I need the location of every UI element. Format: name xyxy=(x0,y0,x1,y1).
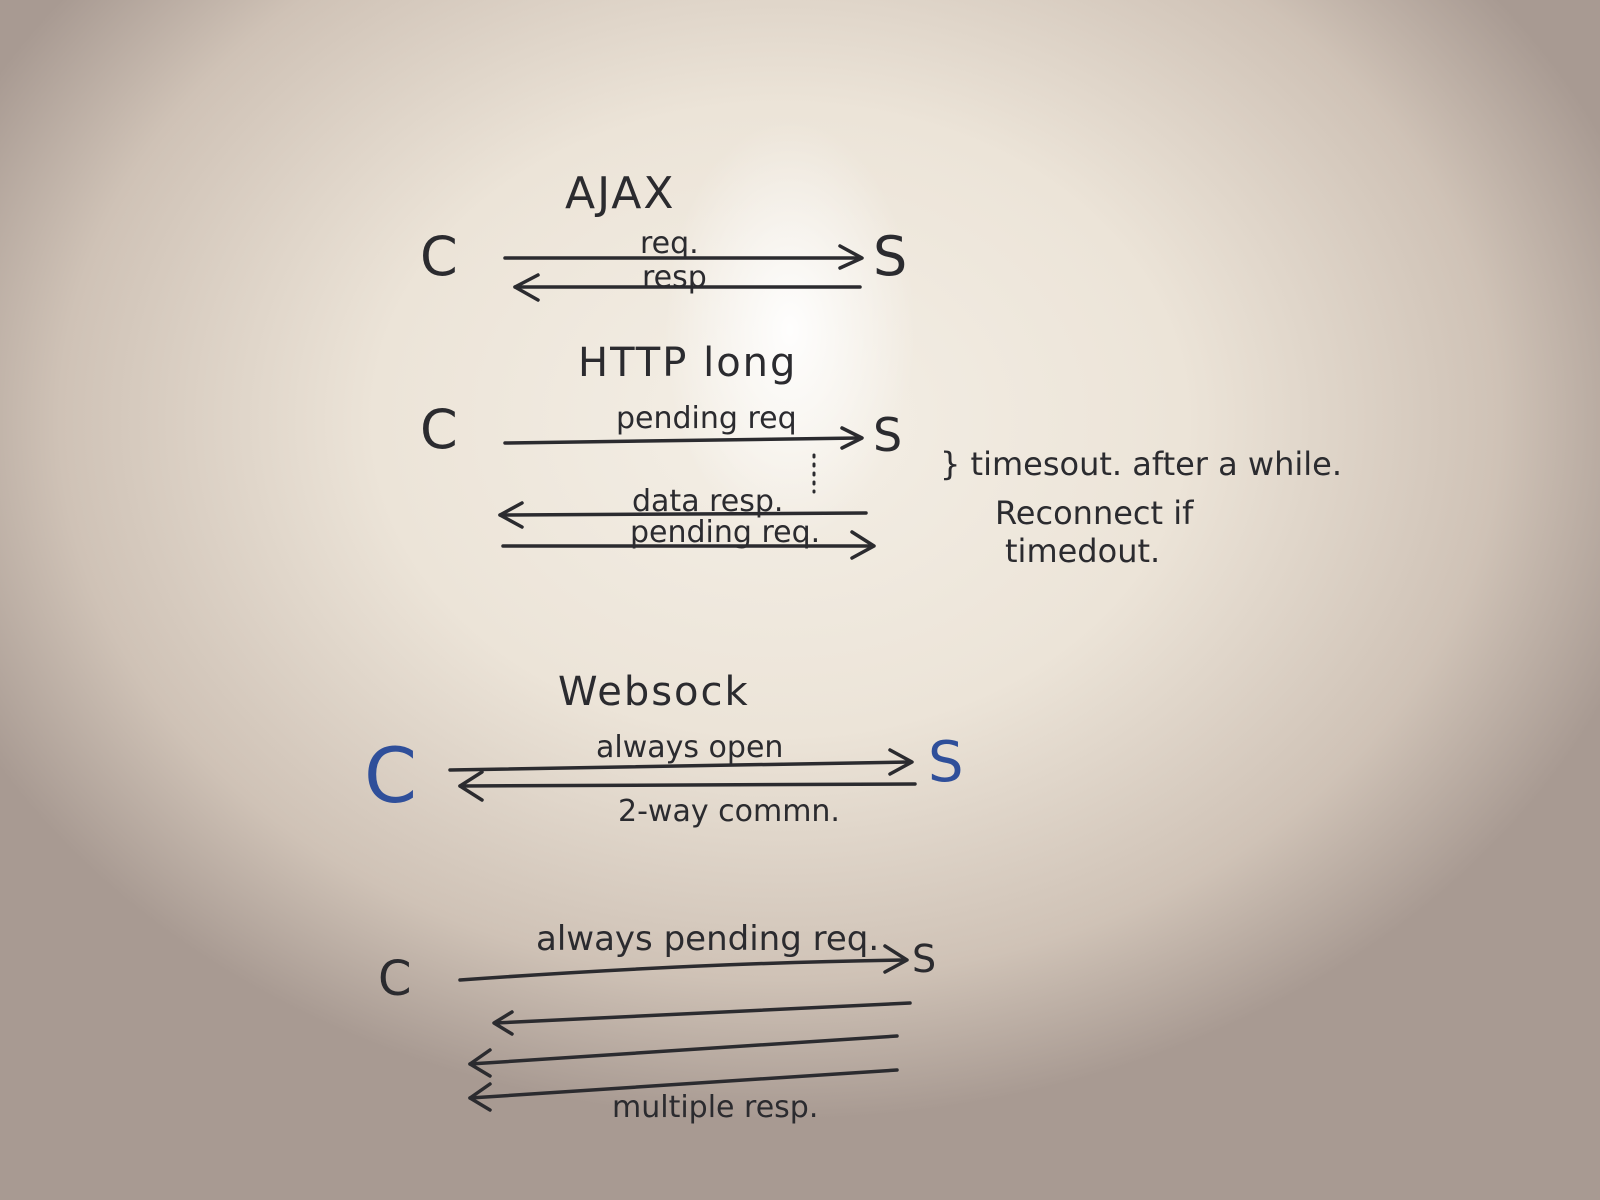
ws-return-arrow xyxy=(458,782,917,788)
ajax-server-node: S xyxy=(873,225,908,288)
websock-2way-label: 2-way commn. xyxy=(618,794,840,829)
websock-open-label: always open xyxy=(596,730,784,765)
long-client-node: C xyxy=(420,398,458,461)
stream-server-node: S xyxy=(912,937,937,981)
stream-multiple-resp-label: multiple resp. xyxy=(612,1090,819,1125)
long-pending-req2-label: pending req. xyxy=(630,515,821,550)
long-pending-req-arrowhead xyxy=(840,426,864,450)
websock-client-node: C xyxy=(364,731,418,820)
long-server-node: S xyxy=(873,408,903,462)
ajax-title: AJAX xyxy=(565,168,676,219)
ws-open-arrow xyxy=(448,760,912,772)
stream-resp-arrow-1 xyxy=(493,1001,912,1025)
long-data-resp-arrow xyxy=(498,511,868,517)
long-pending-req2-arrowhead xyxy=(850,530,876,560)
websock-title: Websock xyxy=(558,669,750,715)
ws-open-arrowhead xyxy=(888,748,914,776)
long-pending-req-label: pending req xyxy=(616,401,797,436)
timeout-note-line-3: timedout. xyxy=(1005,532,1161,570)
stream-resp-arrow-3 xyxy=(468,1068,899,1100)
websock-server-node: S xyxy=(928,730,964,795)
stream-req-arrowhead xyxy=(883,944,909,974)
ws-return-arrowhead xyxy=(458,770,484,802)
ajax-resp-arrowhead xyxy=(513,273,540,302)
stream-req-arrow xyxy=(458,958,907,982)
stream-resp-arrowhead-1 xyxy=(492,1010,514,1036)
stream-resp-arrowhead-2 xyxy=(468,1048,492,1078)
ajax-req-arrowhead xyxy=(838,244,864,270)
long-pending-req-arrow xyxy=(503,436,862,445)
stream-pending-req-label: always pending req. xyxy=(536,919,880,959)
long-title: HTTP long xyxy=(578,340,798,386)
ajax-resp-label: resp xyxy=(642,260,707,295)
stream-resp-arrowhead-3 xyxy=(468,1082,492,1112)
long-data-resp-label: data resp. xyxy=(632,484,784,519)
long-data-resp-arrowhead xyxy=(498,501,524,529)
stream-client-node: C xyxy=(378,951,412,1007)
ajax-client-node: C xyxy=(420,225,458,288)
timeout-note-line-2: Reconnect if xyxy=(995,494,1194,532)
stream-resp-arrow-2 xyxy=(468,1034,899,1066)
ajax-req-label: req. xyxy=(640,226,699,261)
timeout-note-line-1: } timesout. after a while. xyxy=(940,445,1342,483)
